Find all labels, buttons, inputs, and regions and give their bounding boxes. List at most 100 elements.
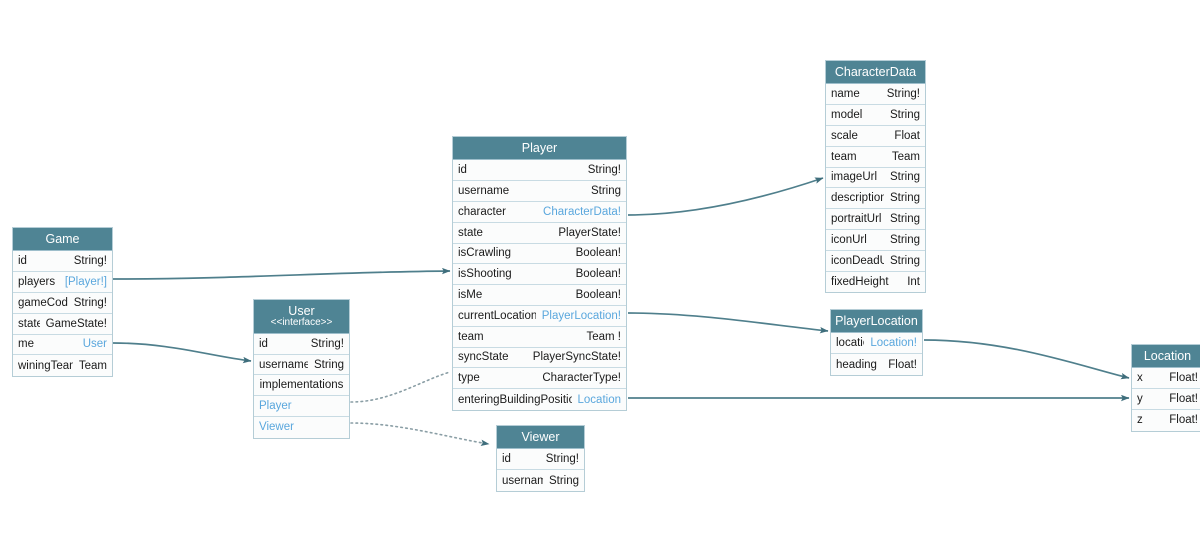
entity-user[interactable]: User <<interface>> id String! username S… (253, 299, 350, 439)
table-row[interactable]: isShooting Boolean! (453, 264, 626, 286)
field-type: String (889, 171, 920, 184)
field-type: GameState! (45, 317, 107, 330)
field-name: team (458, 330, 484, 343)
field-name: me (18, 338, 34, 351)
table-row[interactable]: description String (826, 188, 925, 210)
field-name: id (502, 453, 511, 466)
table-row[interactable]: y Float! (1132, 389, 1200, 410)
field-type: Boolean! (575, 268, 621, 281)
entity-playerlocation[interactable]: PlayerLocation location Location! headin… (830, 309, 923, 376)
table-row[interactable]: isMe Boolean! (453, 285, 626, 306)
field-type: Float! (888, 358, 917, 371)
entity-location[interactable]: Location x Float! y Float! z Float! (1131, 344, 1200, 432)
edge-game-players-to-player (112, 267, 451, 280)
entity-player-title: Player (521, 141, 558, 155)
table-row[interactable]: type CharacterType! (453, 368, 626, 390)
implementation-item-player[interactable]: Player (254, 396, 349, 418)
implementation-item-viewer[interactable]: Viewer (254, 417, 349, 438)
field-name: scale (831, 129, 858, 142)
entity-game[interactable]: Game id String! players [Player!] gameCo… (12, 227, 113, 378)
edge-player-character-to-characterdata (627, 177, 824, 216)
field-type: String! (886, 88, 920, 101)
table-row[interactable]: x Float! (1132, 368, 1200, 390)
field-type: Team (891, 150, 920, 163)
table-row[interactable]: team Team ! (453, 326, 626, 348)
field-name: username (259, 358, 308, 371)
table-row[interactable]: scale Float (826, 125, 925, 147)
table-row[interactable]: players [Player!] (13, 272, 112, 293)
field-name: description (831, 192, 884, 205)
field-name: isMe (458, 289, 483, 302)
table-row[interactable]: model String (826, 105, 925, 126)
edge-playerlocation-location-to-location (923, 339, 1130, 380)
field-type: String! (310, 337, 344, 350)
table-row[interactable]: isCrawling Boolean! (453, 243, 626, 265)
field-name: state (18, 317, 40, 330)
field-name: id (458, 164, 467, 177)
field-type: String! (587, 164, 621, 177)
field-name: location (836, 337, 864, 350)
field-type: String (548, 474, 579, 487)
field-name: iconDeadUrl (831, 254, 884, 267)
field-name: name (831, 88, 860, 101)
table-row[interactable]: username String (497, 470, 584, 491)
entity-player-header: Player (453, 137, 626, 161)
field-name: currentLocation (458, 309, 536, 322)
field-name: username (458, 185, 510, 198)
field-type: [Player!] (64, 276, 107, 289)
implementations-label-row: implementations (254, 375, 349, 397)
field-type: String (889, 109, 920, 122)
table-row[interactable]: username String (453, 181, 626, 202)
field-name: type (458, 372, 480, 385)
field-type: String (590, 185, 621, 198)
table-row[interactable]: team Team (826, 146, 925, 168)
table-row[interactable]: iconUrl String (826, 229, 925, 251)
table-row[interactable]: name String! (826, 84, 925, 106)
entity-player[interactable]: Player id String! username String charac… (452, 136, 627, 411)
table-row[interactable]: currentLocation PlayerLocation! (453, 305, 626, 327)
entity-playerlocation-title: PlayerLocation (835, 314, 918, 328)
table-row[interactable]: fixedHeight Int (826, 271, 925, 293)
edge-game-me-to-user (112, 342, 252, 364)
entity-viewer[interactable]: Viewer id String! username String (496, 425, 585, 492)
field-name: x (1137, 372, 1143, 385)
table-row[interactable]: heading Float! (831, 354, 922, 375)
table-row[interactable]: syncState PlayerSyncState! (453, 347, 626, 369)
edge-user-implements-viewer (350, 422, 490, 446)
table-row[interactable]: id String! (13, 251, 112, 273)
table-row[interactable]: iconDeadUrl String (826, 250, 925, 272)
table-row[interactable]: me User (13, 334, 112, 356)
table-row[interactable]: id String! (254, 333, 349, 355)
entity-user-title: User (288, 304, 315, 318)
table-row[interactable]: id String! (497, 449, 584, 471)
edge-user-implements-player (350, 371, 451, 403)
table-row[interactable]: state PlayerState! (453, 222, 626, 244)
table-row[interactable]: enteringBuildingPosition Location (453, 389, 626, 410)
field-name: username (502, 474, 543, 487)
field-name: imageUrl (831, 171, 878, 184)
table-row[interactable]: location Location! (831, 333, 922, 355)
entity-characterdata[interactable]: CharacterData name String! model String … (825, 60, 926, 294)
table-row[interactable]: id String! (453, 160, 626, 182)
field-name: team (831, 150, 857, 163)
field-name: players (18, 276, 56, 289)
table-row[interactable]: username String (254, 354, 349, 376)
field-type: User (82, 338, 107, 351)
entity-characterdata-title: CharacterData (834, 65, 917, 79)
field-type: String (889, 254, 920, 267)
table-row[interactable]: portraitUrl String (826, 209, 925, 230)
field-type: Location! (870, 337, 917, 350)
table-row[interactable]: imageUrl String (826, 167, 925, 189)
field-name: iconUrl (831, 233, 867, 246)
entity-user-header: User <<interface>> (254, 300, 349, 334)
entity-characterdata-header: CharacterData (826, 61, 925, 85)
table-row[interactable]: winingTeam Team (13, 355, 112, 377)
field-type: PlayerSyncState! (532, 351, 621, 364)
table-row[interactable]: state GameState! (13, 313, 112, 335)
table-row[interactable]: z Float! (1132, 409, 1200, 431)
field-name: syncState (458, 351, 509, 364)
table-row[interactable]: gameCode String! (13, 292, 112, 314)
table-row[interactable]: character CharacterData! (453, 201, 626, 223)
implementation-name: Viewer (259, 421, 294, 434)
